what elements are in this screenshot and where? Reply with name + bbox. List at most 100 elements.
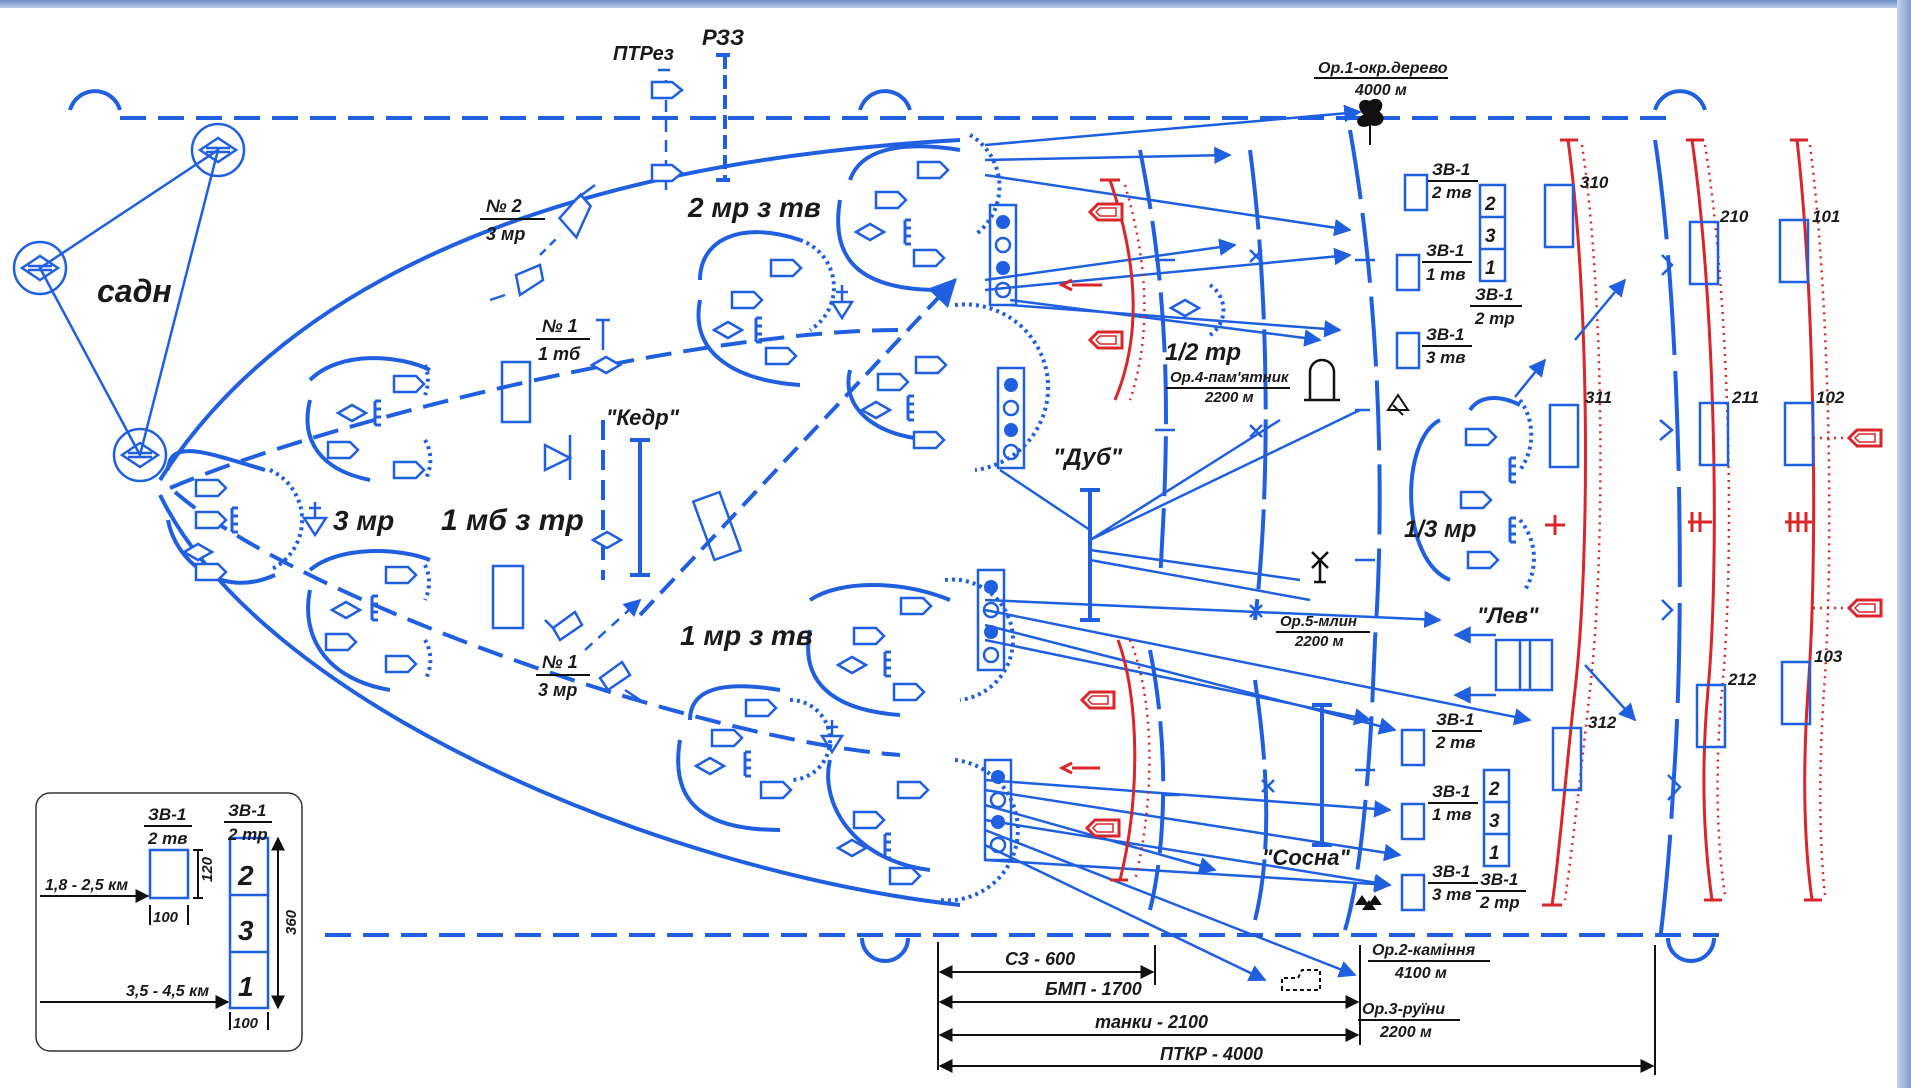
svg-text:Ор.3-руїни: Ор.3-руїни bbox=[1362, 1001, 1445, 1018]
svg-text:1: 1 bbox=[1489, 843, 1500, 864]
svg-text:2200 м: 2200 м bbox=[1379, 1024, 1432, 1041]
svg-text:2 тв: 2 тв bbox=[1435, 733, 1476, 752]
fraction-no2-3mr: № 2 3 мр bbox=[480, 196, 545, 244]
kedr-line bbox=[630, 438, 650, 577]
boundary-bottom-hooks bbox=[860, 937, 1716, 963]
unit-cluster-2mr bbox=[696, 133, 1051, 472]
fraction-zv1-1te-b: ЗВ-1 1 тв bbox=[1428, 782, 1478, 824]
svg-text:№ 1: № 1 bbox=[542, 652, 578, 672]
arrow-nw-1 bbox=[1574, 278, 1627, 341]
sosna-line bbox=[1312, 703, 1332, 847]
post-2mr bbox=[829, 285, 855, 321]
diamond-no1-1tb bbox=[590, 318, 622, 375]
legend-num-2: 2 bbox=[237, 860, 254, 891]
post-3mr bbox=[301, 502, 329, 538]
svg-text:3 тв: 3 тв bbox=[1432, 885, 1472, 904]
target-212: 212 bbox=[1727, 670, 1757, 689]
unit-cluster-left bbox=[166, 449, 305, 585]
landmark-ruins-icon bbox=[1281, 969, 1321, 991]
label-1mr: 1 мр з тв bbox=[680, 620, 813, 651]
target-211: 211 bbox=[1731, 388, 1759, 407]
staff-rect-1 bbox=[500, 360, 532, 424]
svg-text:№ 1: № 1 bbox=[542, 316, 578, 336]
dub-fan bbox=[999, 408, 1361, 602]
svg-text:№ 2: № 2 bbox=[486, 196, 522, 216]
svg-text:2 тв: 2 тв bbox=[147, 829, 188, 848]
diamond-kedr-lower bbox=[591, 530, 623, 550]
svg-text:3 тв: 3 тв bbox=[1426, 348, 1466, 367]
target-210: 210 bbox=[1719, 207, 1749, 226]
unit-cluster-1mr bbox=[676, 577, 1020, 903]
legend-dist-near: 1,8 - 2,5 км bbox=[45, 877, 128, 894]
label-lev: "Лев" bbox=[1477, 603, 1539, 628]
svg-text:ЗВ-1: ЗВ-1 bbox=[228, 801, 266, 820]
range-tanks: танки - 2100 bbox=[1095, 1012, 1208, 1032]
target-311: 311 bbox=[1585, 388, 1612, 407]
svg-text:2: 2 bbox=[1484, 194, 1496, 215]
svg-text:ЗВ-1: ЗВ-1 bbox=[148, 805, 186, 824]
target-310: 310 bbox=[1580, 173, 1609, 192]
obstacle-ticks bbox=[1155, 249, 1682, 801]
svg-text:2 тв: 2 тв bbox=[1431, 183, 1472, 202]
landmark-tree-icon bbox=[1357, 98, 1384, 145]
label-dub: "Дуб" bbox=[1053, 444, 1123, 471]
svg-text:4000 м: 4000 м bbox=[1354, 82, 1407, 99]
legend-h360: 360 bbox=[283, 909, 300, 935]
landmark-stones-icon bbox=[1355, 895, 1382, 910]
legend-num-3: 3 bbox=[238, 915, 254, 946]
unit-1-2tr bbox=[1169, 283, 1226, 337]
label-1-2tr: 1/2 тр bbox=[1165, 339, 1241, 366]
arrow-3mr-to-2mr bbox=[638, 277, 957, 617]
fraction-zv1-2te-a: ЗВ-1 2 тв bbox=[1428, 160, 1478, 202]
svg-text:2 тр: 2 тр bbox=[1474, 309, 1515, 328]
svg-text:2 тр: 2 тр bbox=[227, 825, 268, 844]
arrow-se-2 bbox=[1514, 358, 1547, 398]
svg-text:1 тв: 1 тв bbox=[1426, 265, 1466, 284]
arrow-se-1 bbox=[1584, 664, 1637, 722]
fraction-op4: Ор.4-пам'ятник 2200 м bbox=[1166, 369, 1290, 406]
svg-text:2200 м: 2200 м bbox=[1294, 633, 1344, 650]
defense-arcs bbox=[1138, 129, 1682, 941]
enemy-positions bbox=[1058, 138, 1883, 907]
sweep-lower bbox=[158, 494, 961, 907]
svg-text:2: 2 bbox=[1488, 779, 1500, 800]
fraction-no1-3mr: № 1 3 мр bbox=[536, 652, 590, 700]
svg-text:3: 3 bbox=[1485, 226, 1496, 247]
svg-text:ЗВ-1: ЗВ-1 bbox=[1475, 285, 1513, 304]
svg-text:2200 м: 2200 м bbox=[1204, 389, 1254, 406]
zv-block-lower: 2 3 1 bbox=[1400, 728, 1511, 912]
obs-post-no1 bbox=[544, 598, 642, 702]
post-1mr bbox=[819, 720, 845, 755]
window-frame-top bbox=[0, 0, 1911, 8]
svg-text:ЗВ-1: ЗВ-1 bbox=[1432, 782, 1470, 801]
range-sz: СЗ - 600 bbox=[1005, 949, 1075, 969]
fraction-op5: Ор.5-млин 2200 м bbox=[1276, 613, 1370, 650]
svg-text:1: 1 bbox=[1485, 258, 1496, 279]
helicopter-pad-icon bbox=[1386, 393, 1410, 416]
fraction-zv1-3te-b: ЗВ-1 3 тв bbox=[1428, 862, 1478, 904]
legend-num-1: 1 bbox=[238, 971, 254, 1002]
target-rects bbox=[1543, 183, 1815, 792]
legend-h120: 120 bbox=[199, 856, 216, 882]
unit-cluster-1-3mr bbox=[1409, 396, 1536, 592]
fraction-zv1-3te-a: ЗВ-1 3 тв bbox=[1422, 325, 1472, 367]
svg-text:2 тр: 2 тр bbox=[1479, 893, 1520, 912]
svg-text:3 мр: 3 мр bbox=[538, 680, 577, 700]
rzz-line bbox=[716, 53, 734, 182]
legend-fraction-te: ЗВ-1 2 тв bbox=[144, 805, 192, 848]
fire-lines-upper bbox=[984, 104, 1362, 347]
staff-rect-2 bbox=[491, 564, 525, 630]
unit-cluster-3mr-top bbox=[305, 356, 433, 482]
fraction-zv1-1te-a: ЗВ-1 1 тв bbox=[1422, 241, 1472, 284]
target-103: 103 bbox=[1814, 647, 1843, 666]
sweep-mid-upper bbox=[169, 328, 901, 490]
label-1-3mr: 1/3 мр bbox=[1404, 516, 1476, 543]
svg-text:3: 3 bbox=[1489, 811, 1500, 832]
label-3mr: 3 мр bbox=[333, 505, 394, 536]
landmark-monument-icon bbox=[1304, 358, 1340, 402]
lev-position bbox=[1453, 626, 1554, 704]
fraction-op1: Ор.1-окр.дерево 4000 м bbox=[1314, 60, 1448, 99]
sweep-upper bbox=[158, 138, 961, 482]
range-lines bbox=[937, 942, 1656, 1075]
